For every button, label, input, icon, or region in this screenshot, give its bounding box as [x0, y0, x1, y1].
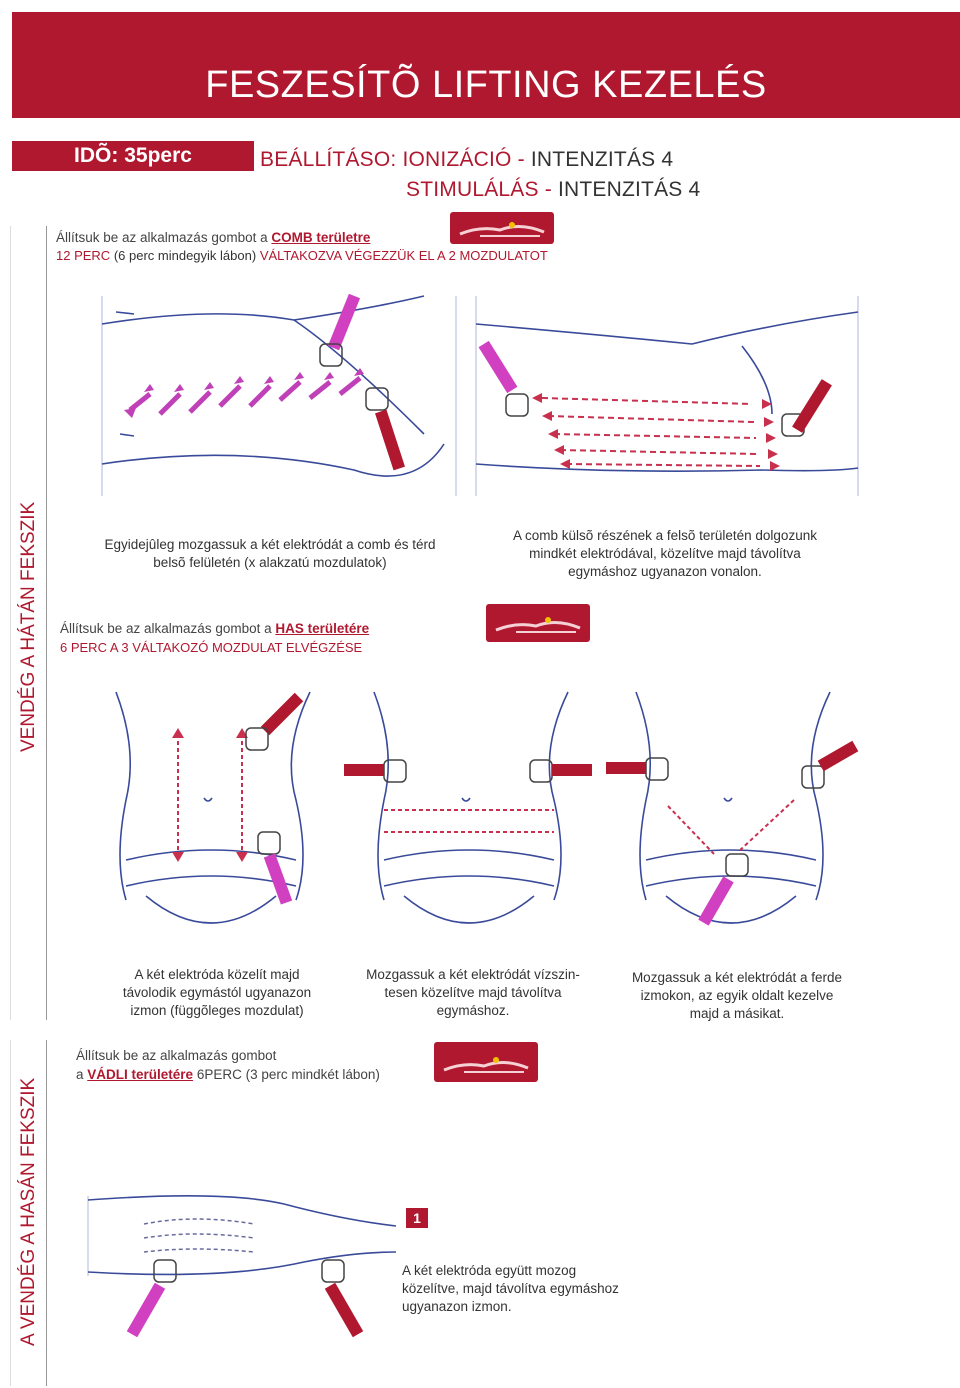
thigh-caption-left: Egyidejûleg mozgassuk a két elektródát a… — [60, 536, 480, 572]
electrode-4 — [781, 379, 832, 437]
thigh-caption-left-line-1: Egyidejûleg mozgassuk a két elektródát a… — [104, 537, 436, 552]
calf-caption-line-2: közelítve, majd távolítva egymáshoz — [402, 1281, 619, 1296]
thigh-caption-right-line-1: A comb külsõ részének a felsõ területén … — [513, 528, 817, 543]
calf-instruction-line-1: Állítsuk be az alkalmazás gombot — [76, 1048, 277, 1063]
thigh-instruction-prefix: Állítsuk be az alkalmazás gombot a — [56, 230, 268, 245]
belly-caption-3-line-1: Mozgassuk a két elektródát a ferde — [631, 970, 843, 985]
app-device-logo-1 — [450, 212, 554, 244]
vertical-motion-paths — [177, 734, 243, 856]
electrode-13 — [324, 1282, 364, 1338]
app-device-logo-3 — [434, 1042, 538, 1082]
belly-instruction: Állítsuk be az alkalmazás gombot a HAS t… — [60, 621, 369, 636]
electrode-3 — [478, 340, 529, 417]
electrode-8 — [552, 764, 592, 776]
belly-caption-1-line-3: izmon (függõleges mozdulat) — [130, 1003, 304, 1018]
thigh-caption-right: A comb külsõ részének a felsõ területén … — [472, 527, 858, 581]
calf-caption-line-3: ugyanazon izmon. — [402, 1299, 512, 1314]
vertical-motion-arrowheads — [172, 728, 248, 862]
setting-line-1: BEÁLLÍTÁSO: IONIZÁCIÓ - INTENZITÁS 4 — [260, 148, 673, 172]
belly-caption-1-line-1: A két elektróda közelít majd — [134, 967, 300, 982]
thigh-caption-left-line-2: belsõ felületén (x alakzatú mozdulatok) — [153, 555, 387, 570]
page-title: FESZESÍTÕ LIFTING KEZELÉS — [205, 64, 767, 106]
x-motion-arrows — [128, 376, 362, 416]
thigh-duration: 12 PERC (6 perc mindegyik lábon) VÁLTAKO… — [56, 248, 548, 263]
setting-1-value: INTENZITÁS 4 — [530, 148, 674, 171]
thigh-caption-right-line-2: mindkét elektródával, közelítve majd táv… — [529, 546, 801, 561]
electrode-1 — [319, 294, 361, 367]
setting-line-2: STIMULÁLÁS - INTENZITÁS 4 — [406, 178, 700, 202]
electrode-5 — [260, 692, 304, 736]
belly-caption-2-line-3: egymáshoz. — [436, 1003, 510, 1018]
diagonal-motion-paths — [667, 799, 795, 855]
electrode-6 — [263, 853, 293, 905]
calf-illustration — [87, 1195, 397, 1338]
side-divider-top — [46, 226, 47, 1020]
electrode-9 — [606, 762, 646, 774]
electrode-10 — [817, 740, 859, 772]
belly-caption-2: Mozgassuk a két elektródát vízszin- tese… — [342, 966, 604, 1020]
calf-instruction-prefix: a — [76, 1067, 84, 1082]
thigh-inner-illustration — [101, 294, 457, 496]
electrode-2 — [365, 387, 405, 471]
reclining-figure-icon — [459, 222, 545, 237]
belly-illustrations — [115, 691, 859, 926]
side-frame-bottom — [10, 1040, 11, 1386]
belly-caption-1-line-2: távolodik egymástól ugyanazon — [122, 985, 312, 1000]
belly-caption-3-line-2: izmokon, az egyik oldalt kezelve — [640, 988, 834, 1003]
line-motion-arrowheads — [532, 393, 780, 471]
horizontal-motion-paths — [384, 809, 554, 833]
belly-figure-2 — [344, 691, 592, 924]
reclining-figure-icon — [495, 617, 581, 633]
thigh-duration-note: VÁLTAKOZVA VÉGEZZÜK EL A 2 MOZDULATOT — [259, 248, 548, 263]
setting-1-label: BEÁLLÍTÁSO: IONIZÁCIÓ - — [260, 148, 525, 171]
line-motion-paths — [541, 397, 761, 467]
thigh-outer-illustration — [475, 296, 859, 496]
calf-motion-paths — [143, 1218, 255, 1253]
step-badge: 1 — [406, 1208, 428, 1228]
setting-2-label: STIMULÁLÁS - — [406, 178, 552, 201]
belly-instruction-prefix: Állítsuk be az alkalmazás gombot a — [60, 621, 272, 636]
thigh-area-link: COMB területre — [271, 230, 371, 245]
belly-figure-3 — [606, 691, 859, 926]
belly-caption-3-line-3: majd a másikat. — [689, 1006, 785, 1021]
app-device-logo-2 — [486, 604, 590, 642]
thigh-duration-minutes: 12 PERC — [56, 248, 111, 263]
side-divider-bottom — [46, 1040, 47, 1386]
belly-caption-2-line-1: Mozgassuk a két elektródát vízszin- — [366, 967, 580, 982]
side-frame-top — [10, 226, 11, 1020]
electrode-7 — [344, 764, 384, 776]
thigh-instruction: Állítsuk be az alkalmazás gombot a COMB … — [56, 230, 370, 245]
belly-figure-1 — [115, 691, 311, 924]
thigh-duration-detail: (6 perc mindegyik lábon) — [113, 248, 257, 263]
calf-duration: 6PERC (3 perc mindkét lábon) — [196, 1067, 380, 1082]
title-banner: FESZESÍTÕ LIFTING KEZELÉS — [12, 12, 960, 118]
belly-duration: 6 PERC A 3 VÁLTAKOZÓ MOZDULAT ELVÉGZÉSE — [60, 640, 363, 655]
belly-caption-3: Mozgassuk a két elektródát a ferde izmok… — [606, 969, 868, 1023]
setting-2-value: INTENZITÁS 4 — [557, 178, 701, 201]
calf-area-link: VÁDLI területére — [87, 1067, 194, 1082]
calf-instruction-line-2: a VÁDLI területére 6PERC (3 perc mindkét… — [76, 1067, 380, 1082]
electrode-11 — [698, 876, 734, 926]
belly-area-link: HAS területére — [275, 621, 370, 636]
side-label-belly: A VENDÉG A HASÁN FEKSZIK — [18, 1077, 39, 1346]
side-label-back: VENDÉG A HÁTÁN FEKSZIK — [18, 501, 39, 752]
thigh-caption-right-line-3: egymáshoz ugyanazon vonalon. — [568, 564, 762, 579]
belly-caption-1: A két elektróda közelít majd távolodik e… — [86, 966, 348, 1020]
time-badge: IDÕ: 35perc — [12, 141, 254, 171]
belly-caption-2-line-2: tesen közelítve majd távolítva — [384, 985, 562, 1000]
calf-caption-line-1: A két elektróda együtt mozog — [402, 1263, 577, 1278]
reclining-figure-icon — [443, 1057, 529, 1073]
calf-caption: A két elektróda együtt mozog közelítve, … — [402, 1262, 619, 1316]
electrode-12 — [126, 1282, 166, 1338]
